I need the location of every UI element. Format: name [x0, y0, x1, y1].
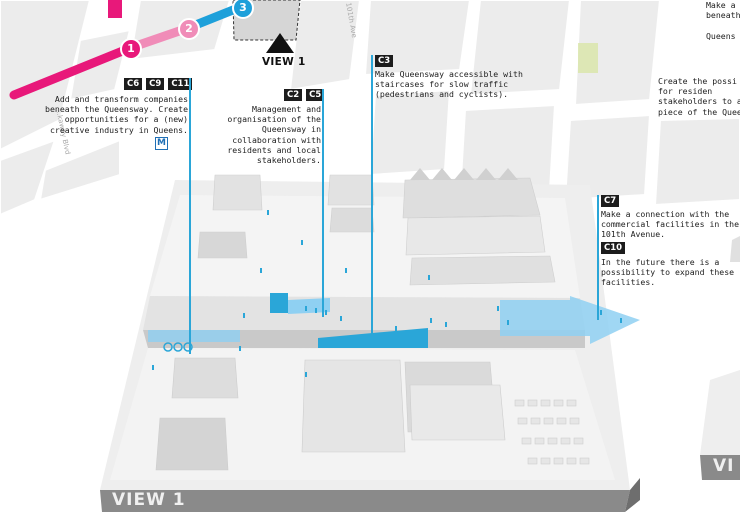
tag-group-c7: C7 [601, 195, 620, 207]
view-label-right: VI [713, 456, 735, 476]
note-c3: Make Queensway accessible with staircase… [375, 69, 523, 100]
south-buildings [155, 357, 506, 471]
green-patch [578, 43, 598, 73]
leader-line-c6 [189, 78, 191, 354]
note-c10: In the future there is a possibility to … [601, 257, 735, 288]
tag-c3: C3 [375, 55, 394, 67]
expansion-arrow [500, 296, 640, 344]
leader-line-c3 [371, 55, 373, 338]
tag-c9: C9 [146, 78, 165, 90]
tag-c6: C6 [124, 78, 143, 90]
view-label-bottom: VIEW 1 [112, 490, 186, 510]
tag-group-c10: C10 [601, 242, 626, 254]
blue-interventions [148, 293, 640, 352]
clipped-note-top-right: Make a beneath Queens [706, 0, 740, 41]
adjacent-view-model [700, 236, 740, 480]
view-arrow-icon [266, 33, 294, 53]
leader-line-c7 [597, 195, 599, 320]
tag-group-c2-c5: C2 C5 [284, 89, 325, 101]
station-marker [108, 0, 122, 18]
clipped-note-right: Create the possi for residen stakeholder… [658, 76, 740, 117]
intervention-building [270, 293, 288, 313]
view-title: VIEW 1 [262, 56, 306, 68]
street-map [0, 0, 740, 217]
station-3-badge: 3 [232, 0, 254, 19]
tag-c11: C11 [168, 78, 193, 90]
north-buildings [197, 174, 556, 286]
tag-c2: C2 [284, 89, 303, 101]
note-c7: Make a connection with the commercial fa… [601, 209, 740, 240]
metro-icon: M [155, 137, 168, 150]
staircase-ramp [318, 328, 428, 348]
station-1-badge: 1 [120, 38, 142, 60]
tag-c7: C7 [601, 195, 620, 207]
note-c6-c9-c11: Add and transform companies beneath the … [45, 94, 188, 135]
tag-c5: C5 [306, 89, 325, 101]
tag-group-c6-c9-c11: C6 C9 C11 [124, 78, 193, 90]
tag-c10: C10 [601, 242, 626, 254]
people-markers [152, 210, 622, 377]
parking-lot [514, 399, 590, 465]
station-2-badge: 2 [178, 18, 200, 40]
sawtooth-roofs [410, 168, 518, 180]
note-c2-c5: Management and organisation of the Queen… [227, 104, 321, 166]
leader-line-c2 [322, 89, 324, 317]
tag-group-c3: C3 [375, 55, 394, 67]
